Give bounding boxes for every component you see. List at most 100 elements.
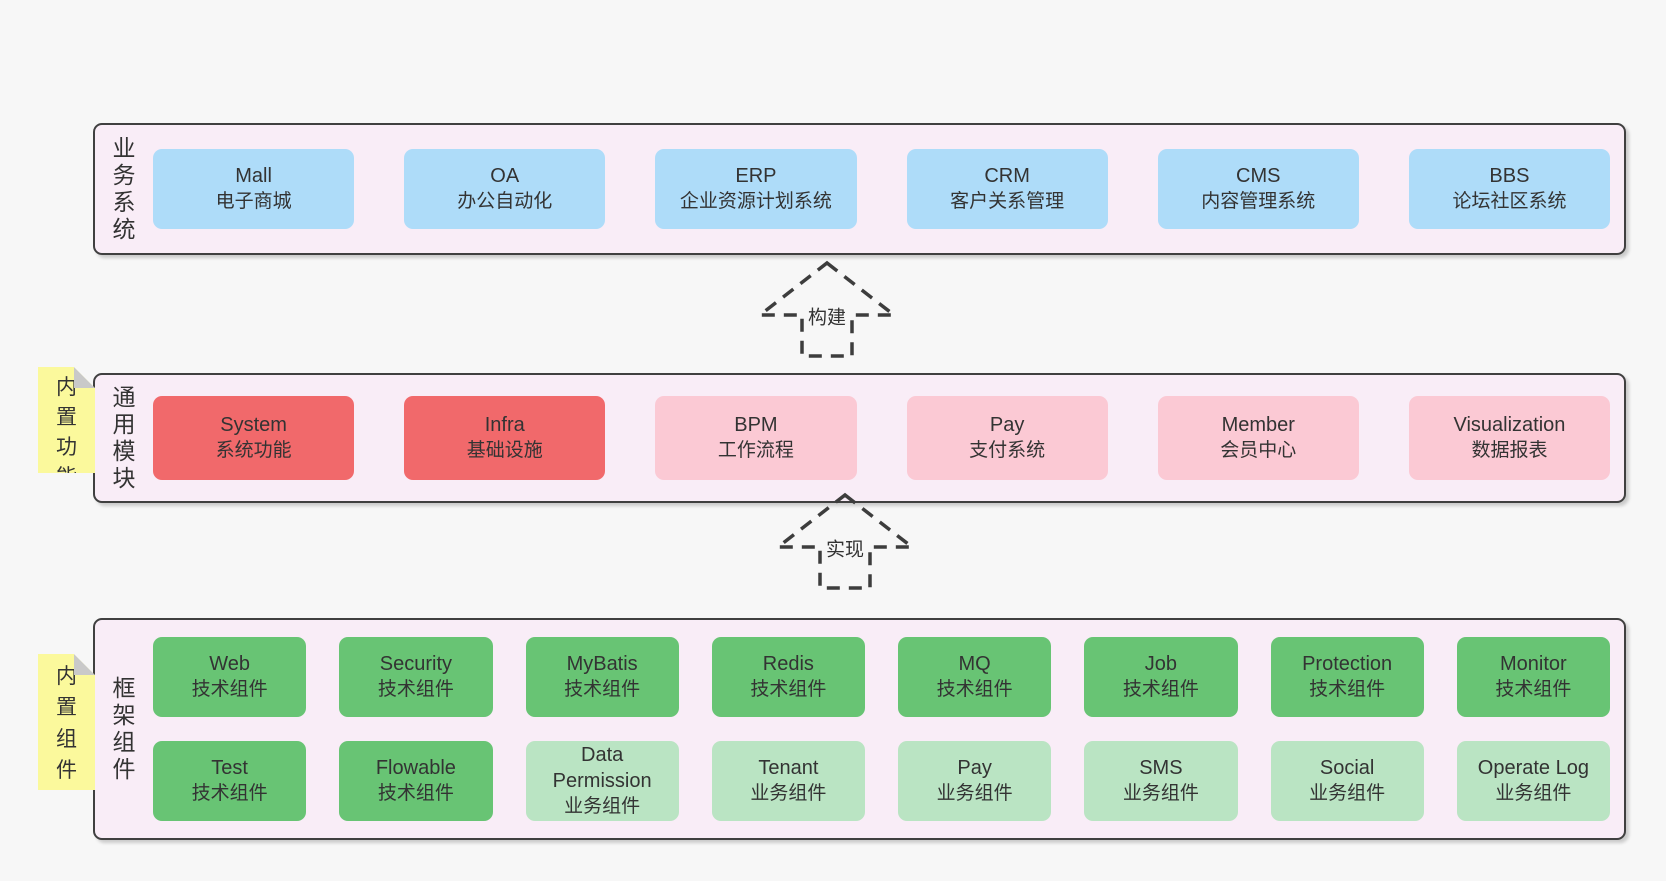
- component-box-job: Job 技术组件: [1084, 637, 1238, 717]
- band-gutter: 业务系统: [95, 125, 153, 253]
- common-modules-band: 通用模块 System 系统功能 Infra 基础设施 BPM 工作流程 Pay…: [93, 373, 1626, 503]
- component-desc: 业务组件: [936, 783, 1013, 804]
- business-systems-band: 业务系统 Mall 电子商城 OA 办公自动化 ERP 企业资源计划系统 CRM…: [93, 123, 1626, 255]
- module-desc: 基础设施: [466, 440, 543, 461]
- component-desc: 技术组件: [564, 679, 641, 700]
- component-name: Protection: [1302, 653, 1393, 675]
- module-desc: 系统功能: [215, 440, 292, 461]
- module-box-oa: OA 办公自动化: [404, 149, 606, 229]
- module-box-visualization: Visualization 数据报表: [1408, 396, 1611, 480]
- component-name: Monitor: [1500, 653, 1567, 675]
- component-box-security: Security 技术组件: [339, 637, 493, 717]
- component-desc: 技术组件: [191, 783, 268, 804]
- framework-components-row-2: Test 技术组件 Flowable 技术组件 Data Permission …: [153, 741, 1610, 821]
- sticky-note-text: 内置功能: [56, 376, 77, 489]
- component-box-sms: SMS 业务组件: [1084, 741, 1238, 821]
- module-name: Pay: [989, 414, 1025, 436]
- implement-arrow-label: 实现: [823, 534, 867, 562]
- component-name: Tenant: [758, 757, 819, 779]
- component-box-test: Test 技术组件: [153, 741, 307, 821]
- module-name: CMS: [1236, 165, 1281, 187]
- common-modules-rows: System 系统功能 Infra 基础设施 BPM 工作流程 Pay 支付系统…: [153, 375, 1624, 501]
- component-name: Social: [1319, 757, 1375, 779]
- component-desc: 业务组件: [564, 796, 641, 817]
- module-box-system: System 系统功能: [153, 396, 355, 480]
- implement-arrow: 实现: [770, 491, 920, 591]
- module-desc: 论坛社区系统: [1452, 191, 1567, 212]
- band-gutter: 框架组件: [95, 620, 153, 838]
- module-box-crm: CRM 客户关系管理: [906, 149, 1108, 229]
- component-box-protection: Protection 技术组件: [1270, 637, 1424, 717]
- module-desc: 办公自动化: [457, 191, 553, 212]
- build-arrow-label: 构建: [805, 302, 849, 330]
- component-desc: 业务组件: [1309, 783, 1386, 804]
- component-box-flowable: Flowable 技术组件: [339, 741, 493, 821]
- component-desc: 业务组件: [1495, 783, 1572, 804]
- module-box-erp: ERP 企业资源计划系统: [655, 149, 857, 229]
- component-box-redis: Redis 技术组件: [711, 637, 865, 717]
- module-name: Infra: [484, 414, 525, 436]
- module-box-bbs: BBS 论坛社区系统: [1408, 149, 1611, 229]
- module-name: OA: [490, 165, 520, 187]
- component-name: Operate Log: [1477, 757, 1589, 779]
- framework-components-band: 框架组件 Web 技术组件 Security 技术组件 MyBatis 技术组件…: [93, 618, 1626, 840]
- component-name: Test: [211, 757, 248, 779]
- module-name: BBS: [1489, 165, 1530, 187]
- module-desc: 会员中心: [1220, 440, 1297, 461]
- component-desc: 技术组件: [1309, 679, 1386, 700]
- module-name: BPM: [734, 414, 778, 436]
- component-box-pay: Pay 业务组件: [898, 741, 1052, 821]
- framework-components-rows: Web 技术组件 Security 技术组件 MyBatis 技术组件 Redi…: [153, 620, 1624, 838]
- component-box-data-permission: Data Permission 业务组件: [525, 741, 679, 821]
- up-arrow-shape: [754, 260, 900, 358]
- module-name: Visualization: [1453, 414, 1566, 436]
- common-modules-row: System 系统功能 Infra 基础设施 BPM 工作流程 Pay 支付系统…: [153, 396, 1611, 480]
- business-systems-rows: Mall 电子商城 OA 办公自动化 ERP 企业资源计划系统 CRM 客户关系…: [153, 125, 1624, 253]
- module-desc: 企业资源计划系统: [679, 191, 832, 212]
- module-box-bpm: BPM 工作流程: [655, 396, 857, 480]
- up-arrow-shape: [772, 492, 918, 590]
- module-box-member: Member 会员中心: [1157, 396, 1359, 480]
- module-box-infra: Infra 基础设施: [404, 396, 606, 480]
- common-modules-side-label: 通用模块: [112, 384, 136, 491]
- module-desc: 内容管理系统: [1201, 191, 1316, 212]
- component-desc: 技术组件: [1122, 679, 1199, 700]
- module-desc: 客户关系管理: [950, 191, 1065, 212]
- component-name: Data Permission: [552, 744, 652, 792]
- module-box-pay: Pay 支付系统: [906, 396, 1108, 480]
- component-box-operate-log: Operate Log 业务组件: [1456, 741, 1610, 821]
- module-box-mall: Mall 电子商城: [153, 149, 355, 229]
- module-name: System: [220, 414, 287, 436]
- module-desc: 工作流程: [717, 440, 794, 461]
- module-name: Mall: [235, 165, 272, 187]
- sticky-note-builtin-features: 内置功能: [38, 367, 95, 473]
- band-gutter: 通用模块: [95, 375, 153, 501]
- component-box-social: Social 业务组件: [1270, 741, 1424, 821]
- component-box-tenant: Tenant 业务组件: [711, 741, 865, 821]
- component-name: Redis: [762, 653, 814, 675]
- component-name: MQ: [958, 653, 991, 675]
- component-desc: 业务组件: [750, 783, 827, 804]
- component-name: Flowable: [375, 757, 456, 779]
- module-name: CRM: [984, 165, 1030, 187]
- sticky-note-builtin-components: 内置组件: [38, 654, 95, 790]
- module-desc: 数据报表: [1471, 440, 1548, 461]
- component-name: Pay: [957, 757, 992, 779]
- component-box-mq: MQ 技术组件: [898, 637, 1052, 717]
- build-arrow: 构建: [752, 259, 902, 359]
- framework-components-row-1: Web 技术组件 Security 技术组件 MyBatis 技术组件 Redi…: [153, 637, 1610, 717]
- component-box-web: Web 技术组件: [153, 637, 307, 717]
- component-desc: 技术组件: [377, 783, 454, 804]
- component-desc: 技术组件: [377, 679, 454, 700]
- component-name: Web: [209, 653, 250, 675]
- module-desc: 电子商城: [215, 191, 292, 212]
- component-box-monitor: Monitor 技术组件: [1456, 637, 1610, 717]
- component-desc: 技术组件: [191, 679, 268, 700]
- sticky-note-text: 内置组件: [56, 664, 77, 783]
- module-box-cms: CMS 内容管理系统: [1157, 149, 1359, 229]
- module-desc: 支付系统: [969, 440, 1046, 461]
- component-desc: 业务组件: [1122, 783, 1199, 804]
- business-systems-side-label: 业务系统: [112, 135, 136, 242]
- framework-components-side-label: 框架组件: [112, 675, 136, 782]
- component-name: Job: [1144, 653, 1177, 675]
